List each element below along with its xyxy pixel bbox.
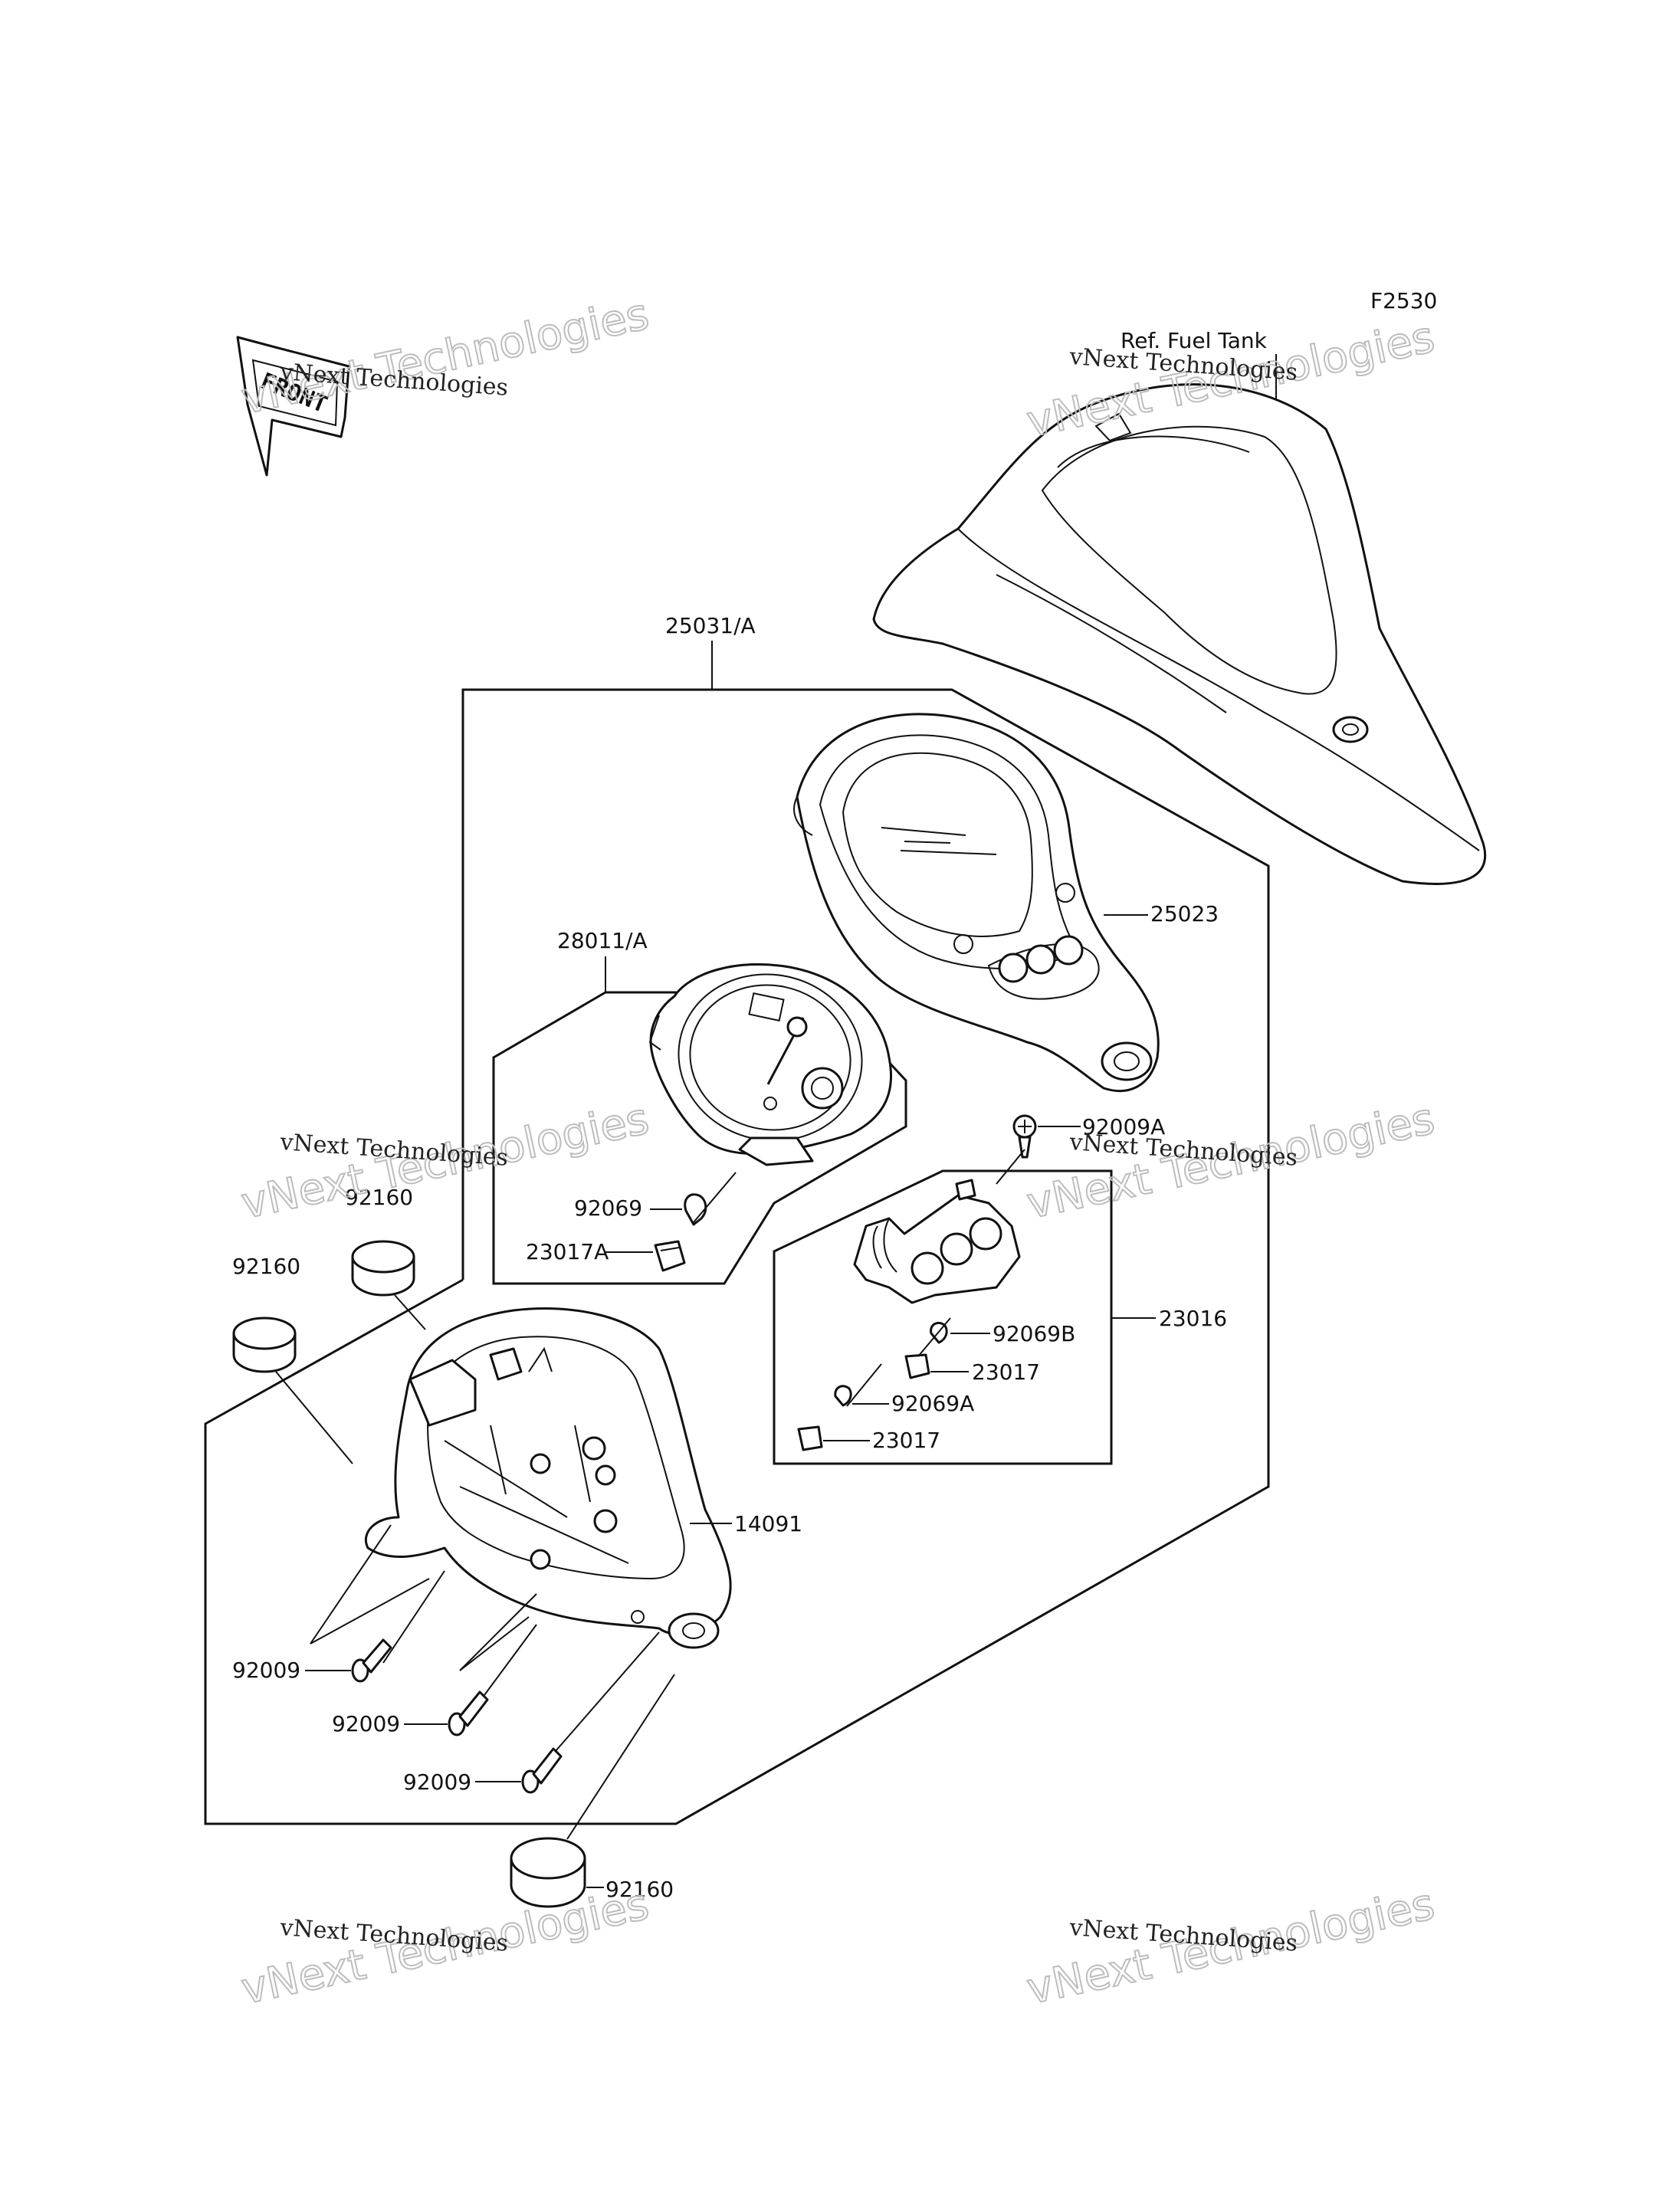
grommet-92160-1-icon [232, 1317, 297, 1373]
label-grommet-2: 92160 [345, 1185, 413, 1210]
meter-assy-outline [204, 688, 1270, 1825]
grommet-92160-2-icon [351, 1240, 415, 1297]
figure-id: F2530 [1370, 288, 1437, 313]
label-bulb-a: 92069 [574, 1195, 642, 1221]
screw-92009a-icon [1012, 1114, 1037, 1159]
label-screw-2: 92009 [332, 1711, 400, 1736]
meter-unit [648, 962, 893, 1166]
label-grommet-1: 92160 [232, 1254, 300, 1279]
label-bulb-b: 92069B [993, 1321, 1075, 1346]
label-grommet-3: 92160 [605, 1877, 674, 1902]
bulb-92069-icon [684, 1193, 707, 1226]
fuel-tank-cover [872, 383, 1487, 885]
watermark-bottom-left: vNext Technologies vNext Technologies [236, 1879, 654, 2015]
label-socket-b: 23017 [972, 1359, 1040, 1385]
screw-92009-2-icon [448, 1690, 489, 1736]
label-meter-assy: 25031/A [665, 613, 756, 638]
socket-23017-b-icon [904, 1353, 930, 1379]
label-lamp-assy: 23016 [1159, 1306, 1227, 1331]
label-case: 25023 [1150, 901, 1219, 926]
label-socket-c: 23017 [872, 1428, 940, 1453]
label-bulb-c: 92069A [891, 1391, 974, 1416]
label-socket-a: 23017A [526, 1239, 609, 1264]
label-screw-a: 92009A [1082, 1114, 1165, 1139]
screw-92009-3-icon [521, 1747, 563, 1794]
screw-92009-1-icon [351, 1638, 392, 1683]
meter-housing [365, 1307, 732, 1649]
watermark-bottom-right: vNext Technologies vNext Technologies [1022, 1879, 1439, 2015]
socket-23017-c-icon [797, 1425, 823, 1451]
meter-case [793, 713, 1160, 1093]
lamp-assy [853, 1179, 1021, 1304]
bulb-92069a-icon [834, 1385, 852, 1407]
reference-label: Ref. Fuel Tank [1121, 328, 1268, 353]
label-meter-unit: 28011/A [557, 928, 648, 953]
socket-23017a-icon [654, 1240, 686, 1272]
label-screw-3: 92009 [403, 1769, 471, 1795]
front-arrow-icon: FRONT [236, 336, 350, 477]
grommet-92160-3-icon [510, 1837, 586, 1908]
label-screw-1: 92009 [232, 1658, 300, 1683]
label-housing: 14091 [734, 1511, 802, 1536]
